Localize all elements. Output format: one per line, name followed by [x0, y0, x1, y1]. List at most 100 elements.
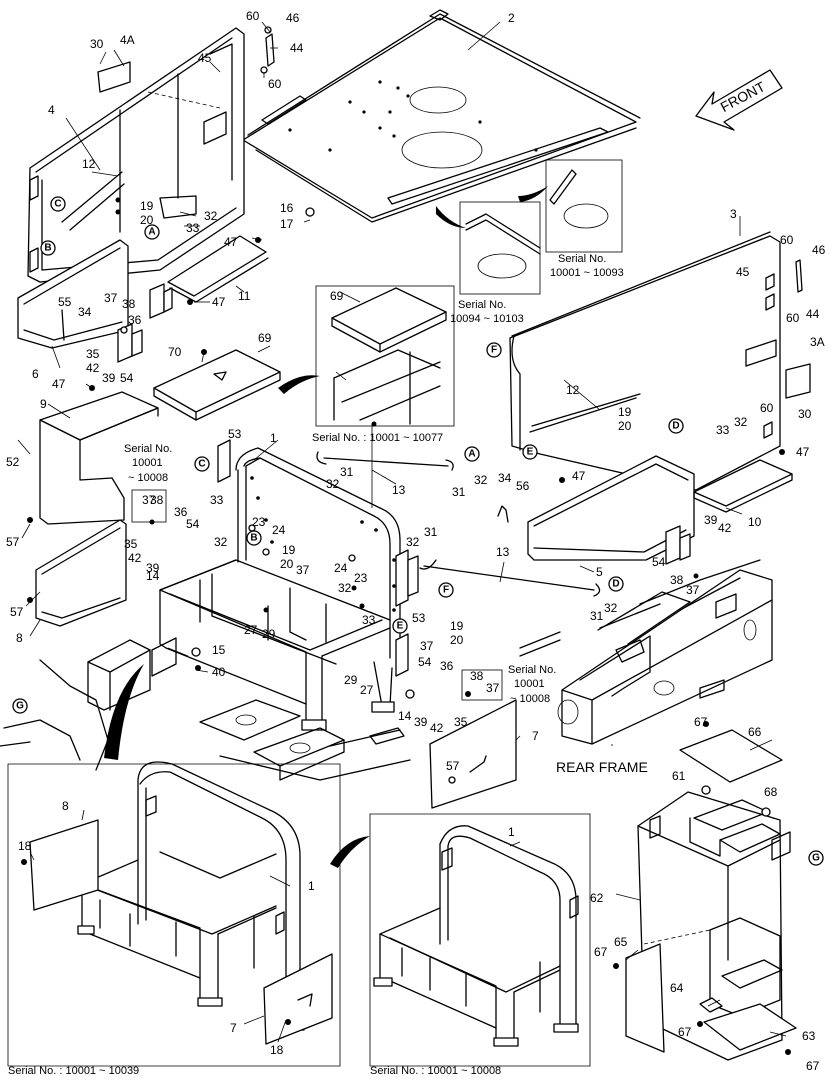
part-number-33-3: 33: [362, 613, 376, 627]
part-number-35-3: 35: [454, 715, 468, 729]
lower-machinery-left: [0, 639, 411, 781]
svg-text:A: A: [148, 227, 155, 238]
part-number-19-3: 19: [618, 405, 632, 419]
svg-text:G: G: [16, 701, 24, 712]
part-number-13-2: 13: [496, 545, 510, 559]
part-number-19-2: 19: [282, 543, 296, 557]
part-number-67-3: 67: [678, 1025, 692, 1039]
part-number-12-2: 12: [566, 383, 580, 397]
part-number-27-2: 27: [360, 683, 374, 697]
part-number-2-1: 2: [508, 11, 515, 25]
cover-plate-63: [703, 1003, 797, 1051]
svg-text:10094 ~ 10103: 10094 ~ 10103: [450, 313, 524, 325]
front-direction-arrow: FRONT: [695, 69, 783, 131]
inset-box-10001-10077: [315, 285, 455, 427]
cover-plate-7: [429, 699, 517, 809]
circled-refs: C B A F E D C B A F D E G G: [12, 196, 824, 866]
part-number-52-1: 52: [6, 455, 20, 469]
part-number-33-1: 33: [186, 221, 200, 235]
part-number-38-1: 38: [122, 297, 136, 311]
part-number-29-1: 29: [262, 627, 276, 641]
part-number-69-2: 69: [258, 331, 272, 345]
part-number-19-4: 19: [450, 619, 464, 633]
part-number-42-3: 42: [430, 721, 444, 735]
part-number-54-2: 54: [186, 517, 200, 531]
part-number-47-3: 47: [52, 377, 66, 391]
part-number-60-1: 60: [246, 9, 260, 23]
part-number-55-1: 55: [58, 295, 72, 309]
part-number-62-1: 62: [590, 891, 604, 905]
part-number-60-4: 60: [786, 311, 800, 325]
cover-panel-9: [39, 391, 159, 525]
main-frame-structure: [151, 447, 401, 731]
part-number-45-1: 45: [198, 51, 212, 65]
part-number-39-4: 39: [704, 513, 718, 527]
part-number-18-1: 18: [18, 839, 32, 853]
part-number-42-2: 42: [128, 551, 142, 565]
part-number-30-1: 30: [90, 37, 104, 51]
part-number-34-2: 34: [498, 471, 512, 485]
side-panel-8: [35, 519, 127, 627]
part-number-60-3: 60: [780, 233, 794, 247]
part-number-20-1: 20: [140, 213, 154, 227]
rear-frame: [519, 559, 773, 745]
part-number-8-2: 8: [62, 799, 69, 813]
svg-text:Serial No. : 10001 ~ 10008: Serial No. : 10001 ~ 10008: [370, 1065, 501, 1077]
part-number-12-1: 12: [82, 157, 96, 171]
part-number-20-2: 20: [280, 557, 294, 571]
bottom-mid-inset: [369, 813, 591, 1067]
part-number-16-1: 16: [280, 201, 294, 215]
hinge-bracket-36: [117, 323, 143, 363]
svg-text:E: E: [397, 621, 404, 632]
pad-69-left: [153, 349, 281, 421]
part-number-32-5: 32: [406, 535, 420, 549]
rear-frame-label: REAR FRAME: [556, 759, 648, 775]
part-number-24-1: 24: [272, 523, 286, 537]
part-number-18-2: 18: [270, 1043, 284, 1057]
svg-text:~ 10008: ~ 10008: [510, 693, 550, 705]
left-side-door: [27, 27, 245, 283]
part-number-46-1: 46: [286, 11, 300, 25]
inset-box-10094: [459, 201, 541, 295]
part-number-67-1: 67: [694, 715, 708, 729]
svg-text:Serial No. : 10001 ~ 10039: Serial No. : 10001 ~ 10039: [8, 1065, 139, 1077]
part-number-69-1: 69: [330, 289, 344, 303]
cover-plate-65: [625, 943, 665, 1053]
cover-plate-64: [699, 997, 723, 1013]
part-number-54-3: 54: [418, 655, 432, 669]
part-number-54-4: 54: [652, 555, 666, 569]
svg-text:Serial No.: Serial No.: [124, 443, 172, 455]
part-number-37-4: 37: [420, 639, 434, 653]
svg-text:A: A: [468, 449, 475, 460]
ref-circle-f-mid: F: [438, 582, 454, 598]
cover-plate-66: [679, 729, 783, 783]
hinge-53-mid: [395, 633, 409, 677]
part-number-17-1: 17: [280, 217, 294, 231]
part-number-37-2: 37: [142, 493, 156, 507]
part-number-27-1: 27: [244, 623, 258, 637]
inset-box-10001-10093: [545, 159, 623, 253]
svg-text:D: D: [612, 579, 619, 590]
part-number-53-1: 53: [228, 427, 242, 441]
box-housing-62: [637, 791, 791, 1061]
svg-text:G: G: [812, 853, 820, 864]
hinge-53-right: [395, 549, 419, 607]
part-number-20-3: 20: [618, 419, 632, 433]
part-number-44-1: 44: [290, 41, 304, 55]
part-number-32-8: 32: [734, 415, 748, 429]
svg-text:C: C: [54, 199, 61, 210]
ref-circle-e-mid: E: [392, 618, 408, 634]
svg-text:Serial No. : 10001 ~ 10077: Serial No. : 10001 ~ 10077: [312, 432, 443, 444]
part-number-31-1: 31: [340, 465, 354, 479]
ref-circle-a-mid: A: [464, 446, 480, 462]
part-number-31-4: 31: [590, 609, 604, 623]
part-number-47-1: 47: [224, 235, 238, 249]
part-number-14-2: 14: [398, 709, 412, 723]
ref-circle-c-mid: C: [194, 456, 210, 472]
part-number-1-3: 1: [308, 879, 315, 893]
part-number-38-2: 38: [150, 493, 164, 507]
part-number-37-1: 37: [104, 291, 118, 305]
part-number-11-1: 11: [238, 289, 251, 303]
part-number-32-4: 32: [214, 535, 228, 549]
part-number-65-1: 65: [614, 935, 628, 949]
